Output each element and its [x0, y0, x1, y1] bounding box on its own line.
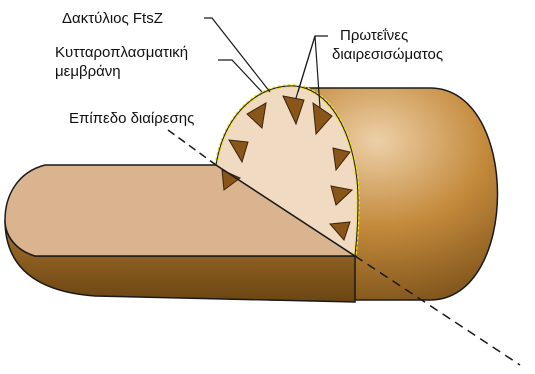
proteins-label-line2: διαιρεσισώματος: [332, 46, 443, 63]
membrane-label-line2: μεμβράνη: [55, 63, 121, 80]
ftsz-ring-label: Δακτύλιος FtsZ: [62, 10, 163, 27]
division-plane-label: Επίπεδο διαίρεσης: [69, 110, 194, 127]
proteins-label-line1: Πρωτεΐνες: [340, 27, 408, 44]
membrane-label-line1: Κυτταροπλασματική: [55, 44, 188, 61]
